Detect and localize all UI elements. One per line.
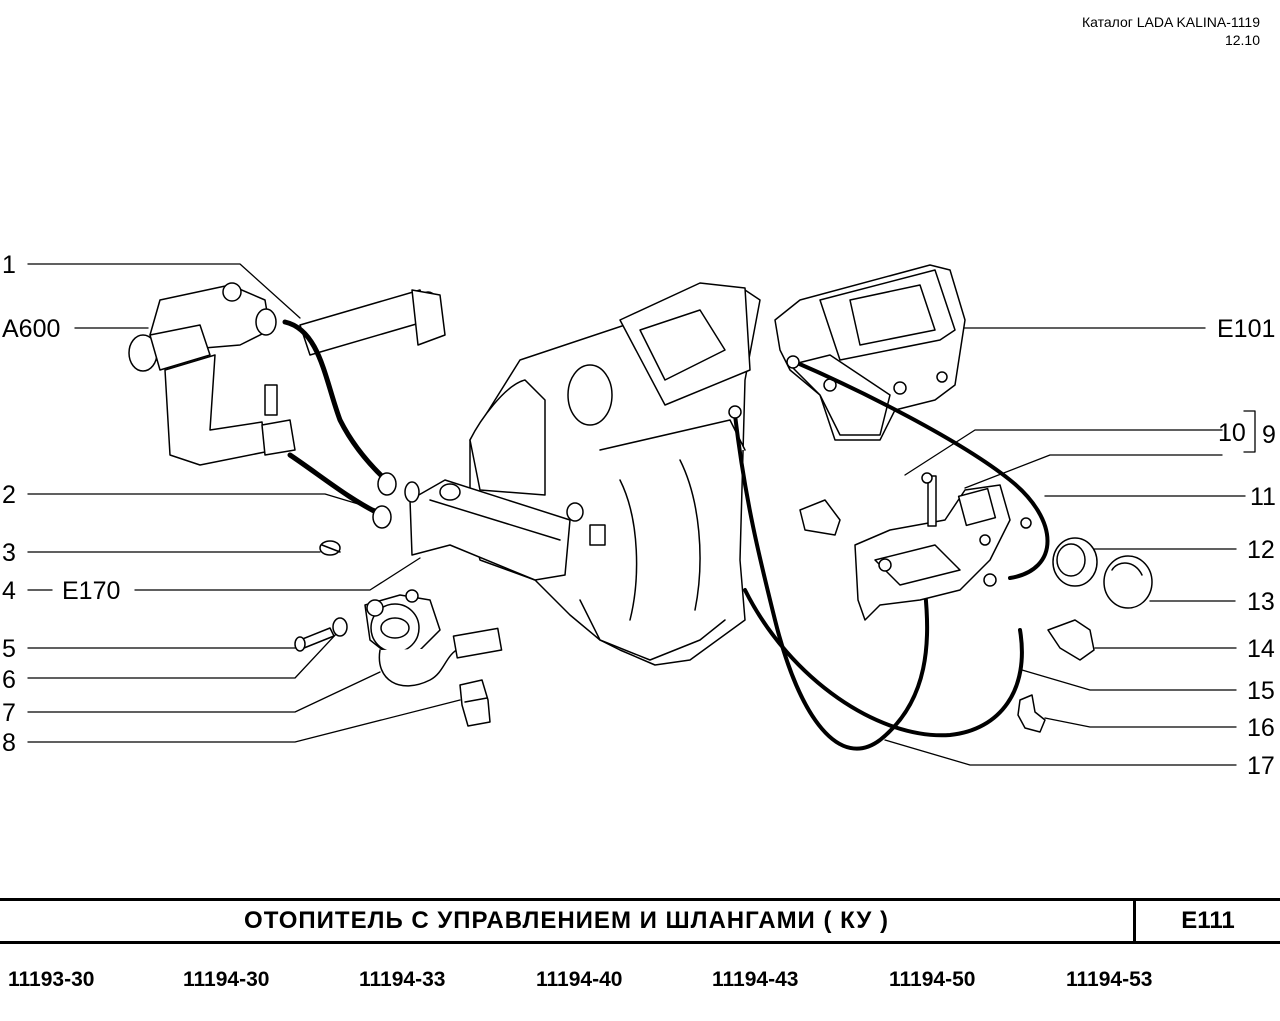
model-code: 11194-40 (536, 968, 623, 991)
section-title: ОТОПИТЕЛЬ С УПРАВЛЕНИЕМ И ШЛАНГАМИ ( КУ … (244, 907, 889, 934)
clip-part (1017, 694, 1046, 733)
callout-13: 13 (1247, 588, 1275, 616)
model-code: 11193-30 (8, 968, 95, 991)
section-code: E111 (1181, 907, 1235, 934)
callout-12: 12 (1247, 536, 1275, 564)
callout-11: 11 (1250, 483, 1276, 511)
bracket-part (459, 679, 491, 727)
callout-16: 16 (1247, 714, 1275, 742)
title-bar: ОТОПИТЕЛЬ С УПРАВЛЕНИЕМ И ШЛАНГАМИ ( КУ … (0, 898, 1280, 944)
callout-labels: 1 A600 2 3 4 E170 5 6 7 8 E101 10 9 11 1… (2, 251, 1276, 780)
callout-15: 15 (1247, 677, 1275, 705)
screw-washer-parts (294, 617, 348, 652)
catalog-title: Каталог LADA KALINA-1119 (1081, 14, 1260, 30)
model-code: 11194-33 (359, 968, 446, 991)
title-divider (1133, 901, 1136, 941)
callout-17: 17 (1247, 752, 1275, 780)
catalog-date: 12.10 (1224, 32, 1260, 48)
clamp-part (319, 540, 341, 556)
knob-parts (1047, 537, 1153, 661)
model-code: 11194-50 (889, 968, 976, 991)
callout-6: 6 (2, 666, 16, 694)
model-code: 11194-30 (183, 968, 270, 991)
callout-1: 1 (2, 251, 16, 279)
model-code: 11194-43 (712, 968, 799, 991)
callout-9: 9 (1262, 421, 1276, 449)
model-code: 11194-53 (1066, 968, 1153, 991)
parts-diagram: 1 A600 2 3 4 E170 5 6 7 8 E101 10 9 11 1… (2, 251, 1276, 780)
callout-e101: E101 (1217, 315, 1275, 343)
callout-e170: E170 (62, 577, 120, 605)
hose-parts (282, 319, 391, 518)
control-cables (733, 360, 1050, 751)
callout-5: 5 (2, 635, 16, 663)
blower-e101 (774, 264, 966, 441)
motor-reducer-part (364, 589, 503, 687)
callout-a600: A600 (2, 315, 60, 343)
callout-14: 14 (1247, 635, 1275, 663)
callout-4: 4 (2, 577, 16, 605)
callout-8: 8 (2, 729, 16, 757)
callout-2: 2 (2, 481, 16, 509)
leader-lines (27, 263, 1256, 766)
model-list: 11193-30 11194-30 11194-33 11194-40 1119… (0, 968, 1280, 998)
pipe-assembly-a600 (128, 282, 446, 466)
callout-3: 3 (2, 539, 16, 567)
control-unit (799, 472, 1011, 621)
heater-housing-e170 (404, 282, 761, 666)
callout-7: 7 (2, 699, 16, 727)
callout-10: 10 (1218, 419, 1246, 447)
